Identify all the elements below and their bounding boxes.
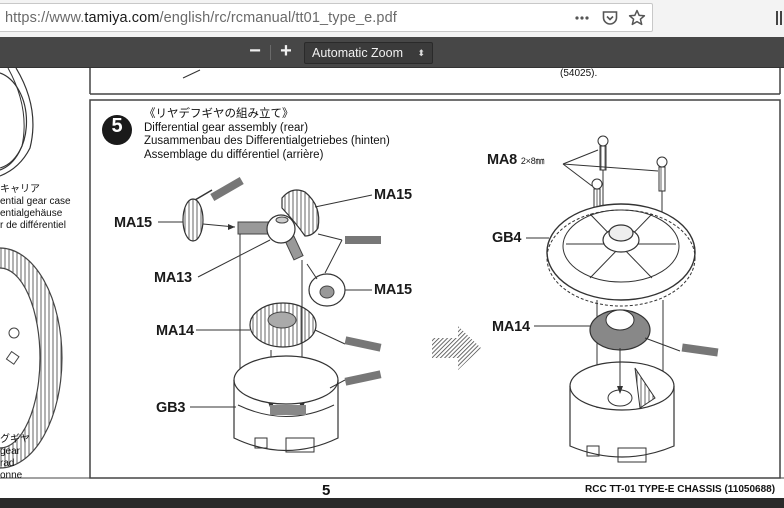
step-number-badge xyxy=(102,115,132,145)
ring-gear-partial-drawing xyxy=(0,247,63,469)
part-label-ma13: MA13 xyxy=(154,270,192,286)
toolbar-separator xyxy=(270,45,271,60)
direction-arrow-icon xyxy=(432,326,481,370)
pocket-icon xyxy=(602,11,618,25)
spider-gear-assembly-drawing xyxy=(158,177,382,453)
previous-step-text: (54025). xyxy=(560,68,598,79)
browser-url-row: https://www.tamiya.com/english/rc/rcmanu… xyxy=(0,0,784,37)
part-label-ma14: MA14 xyxy=(156,323,194,339)
part-label-ma15: MA15 xyxy=(374,187,412,203)
part-label-gb4: GB4 xyxy=(492,230,522,246)
part-label-gb3: GB3 xyxy=(156,400,186,416)
zoom-out-button[interactable]: − xyxy=(249,40,261,62)
carrier-caption: キャリア ential gear case entialgehäuse r de… xyxy=(0,184,71,232)
bookmark-star-button[interactable] xyxy=(627,8,647,28)
step-number: 5 xyxy=(111,115,123,137)
caption-fr: r de différentiel xyxy=(0,220,66,231)
caption-de: entialgehäuse xyxy=(0,208,63,219)
ma8-size: 2×8㎜ xyxy=(520,156,545,166)
part-label-ma15: MA15 xyxy=(114,215,152,231)
screw-icon xyxy=(597,135,609,171)
pocket-button[interactable] xyxy=(600,8,620,28)
star-icon xyxy=(628,9,646,26)
manual-illustration xyxy=(0,68,784,479)
caption-jp: グギヤ xyxy=(0,434,30,445)
viewer-bottom-edge xyxy=(0,498,784,508)
step-title-en: Differential gear assembly (rear) xyxy=(144,121,309,134)
part-label-ma14: MA14 xyxy=(492,319,530,335)
part-label-ma8: MA8 2×8㎜ xyxy=(487,152,545,168)
caption-de: rad xyxy=(0,458,15,469)
select-arrows-icon: ⬍ xyxy=(417,48,425,58)
page-actions-button[interactable] xyxy=(572,8,592,28)
step-title-de: Zusammenbau des Differentialgetriebes (h… xyxy=(144,135,390,147)
url-bar[interactable]: https://www.tamiya.com/english/rc/rcmanu… xyxy=(0,3,653,32)
ma8-label: MA8 xyxy=(487,152,518,168)
carrier-partial-drawing xyxy=(0,68,34,177)
page-footer: RCC TT-01 TYPE-E CHASSIS (11050688) xyxy=(585,484,776,495)
caption-en: ential gear case xyxy=(0,196,71,207)
page-number: 5 xyxy=(322,482,331,498)
caption-fr: onne xyxy=(0,470,23,481)
zoom-in-button[interactable]: + xyxy=(280,40,292,62)
url-host: tamiya.com xyxy=(84,10,160,26)
library-icon[interactable] xyxy=(776,10,784,26)
caption-jp: キャリア xyxy=(0,184,40,195)
url-path: /english/rc/rcmanual/tt01_type_e.pdf xyxy=(159,10,397,26)
pdf-viewer[interactable]: (54025). キャリア ential gear case entialgeh… xyxy=(0,68,784,498)
screw-icon xyxy=(656,156,668,192)
ring-gear-caption: グギヤ gear rad onne xyxy=(0,434,30,482)
zoom-select-value: Automatic Zoom xyxy=(312,46,404,60)
pdf-toolbar: − + Automatic Zoom ⬍ xyxy=(0,37,784,68)
zoom-select[interactable]: Automatic Zoom ⬍ xyxy=(304,42,433,64)
more-dots-icon xyxy=(575,16,589,20)
step-title-jp: 《リヤデフギヤの組み立て》 xyxy=(144,108,294,120)
caption-en: gear xyxy=(0,446,21,457)
url-text[interactable]: https://www.tamiya.com/english/rc/rcmanu… xyxy=(5,10,397,26)
part-label-ma15: MA15 xyxy=(374,282,412,298)
final-gear-assembly-drawing xyxy=(526,135,719,463)
url-prefix: https://www. xyxy=(5,10,85,26)
grease-brush-icon xyxy=(194,177,244,201)
previous-step-box xyxy=(89,68,781,95)
step-title-fr: Assemblage du différentiel (arrière) xyxy=(144,148,324,161)
step-title: 《リヤデフギヤの組み立て》 Differential gear assembly… xyxy=(144,108,390,162)
